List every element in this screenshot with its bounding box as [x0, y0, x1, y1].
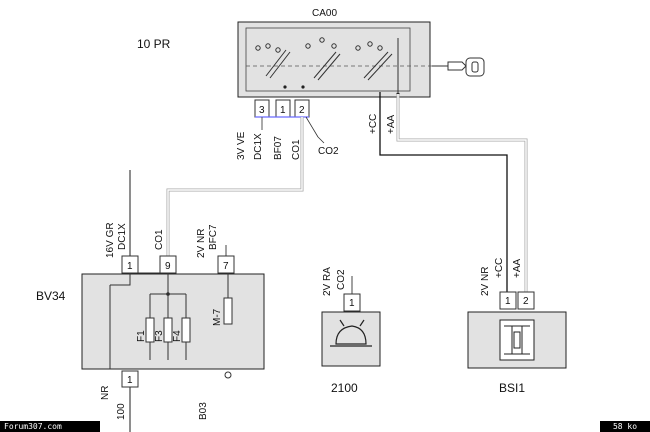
wire-label-co2-a: CO2	[318, 146, 339, 157]
wires	[129, 92, 528, 432]
relay-label: M-7	[212, 308, 223, 326]
wire-label-co2-b: CO2	[336, 269, 347, 290]
wire-label-bfc7: BFC7	[208, 224, 219, 250]
bv34-fuses: F1 F3 F4	[136, 294, 191, 360]
wire-label-cc-b: +CC	[494, 258, 505, 278]
ignition-key-icon	[432, 57, 485, 77]
brake-lamp-icon	[330, 319, 372, 347]
c2100-component: 2V RA CO2 1 2100	[321, 267, 381, 395]
bv34-connector-label-bottom: NR	[100, 386, 111, 400]
wire-label-b03: B03	[198, 402, 209, 420]
bv34-pin-bottom: 1	[127, 375, 133, 386]
ca00-pin-1: 1	[280, 105, 286, 116]
wire-label-aa-a: +AA	[386, 114, 397, 134]
ca00-contacts	[255, 37, 399, 92]
wire-label-cc-a: +CC	[368, 114, 379, 134]
wire-label-aa-b: +AA	[512, 258, 523, 278]
footer-size-label: 58 ko	[600, 421, 650, 432]
bsi1-name: BSI1	[499, 381, 525, 395]
bsi1-pin-2: 2	[523, 296, 529, 307]
wire-label-bf07: BF07	[273, 136, 284, 160]
footer-site-label: Forum307.com	[0, 421, 100, 432]
wire-label-co1-b: CO1	[154, 229, 165, 250]
c2100-pin-1: 1	[349, 298, 355, 309]
fuse-f1-label: F1	[136, 330, 147, 342]
bsi1-connector-label: 2V NR	[480, 267, 491, 296]
diagram-title: 10 PR	[137, 37, 171, 51]
fuse-f4-label: F4	[172, 330, 183, 342]
wire-label-dc1x-b: DC1X	[117, 223, 128, 250]
bv34-pin-9: 9	[165, 261, 171, 272]
bv34-connector-label-left: 16V GR	[105, 222, 116, 258]
bv34-component: BV34 1 9 7 F1 F3 F4 M-7	[36, 222, 265, 420]
ca00-pin-2: 2	[299, 105, 305, 116]
wire-label-co1-a: CO1	[291, 139, 302, 160]
bsi1-component: 2V NR +CC +AA 1 2 BSI1	[467, 258, 567, 395]
bv34-name: BV34	[36, 289, 66, 303]
ca00-connector-label: 3V VE	[236, 131, 247, 160]
bsi1-pin-1: 1	[505, 296, 511, 307]
c2100-connector-label: 2V RA	[322, 267, 333, 296]
bsi-module-icon	[499, 319, 535, 361]
ca00-name: CA00	[312, 8, 337, 19]
wire-label-100: 100	[116, 403, 127, 420]
bv34-ground-terminal	[224, 371, 232, 379]
c2100-name: 2100	[331, 381, 358, 395]
fuse-f3-label: F3	[154, 330, 165, 342]
ca00-component: CA00 3	[236, 8, 485, 160]
ca00-pins: 3 1 2	[254, 99, 310, 118]
wire-label-dc1x-a: DC1X	[253, 133, 264, 160]
bv34-pin-7: 7	[223, 261, 229, 272]
bv34-connector-label-right: 2V NR	[196, 229, 207, 258]
bv34-relay: M-7	[212, 273, 233, 326]
bv34-pin-1: 1	[127, 261, 133, 272]
ca00-pin-3: 3	[259, 105, 265, 116]
